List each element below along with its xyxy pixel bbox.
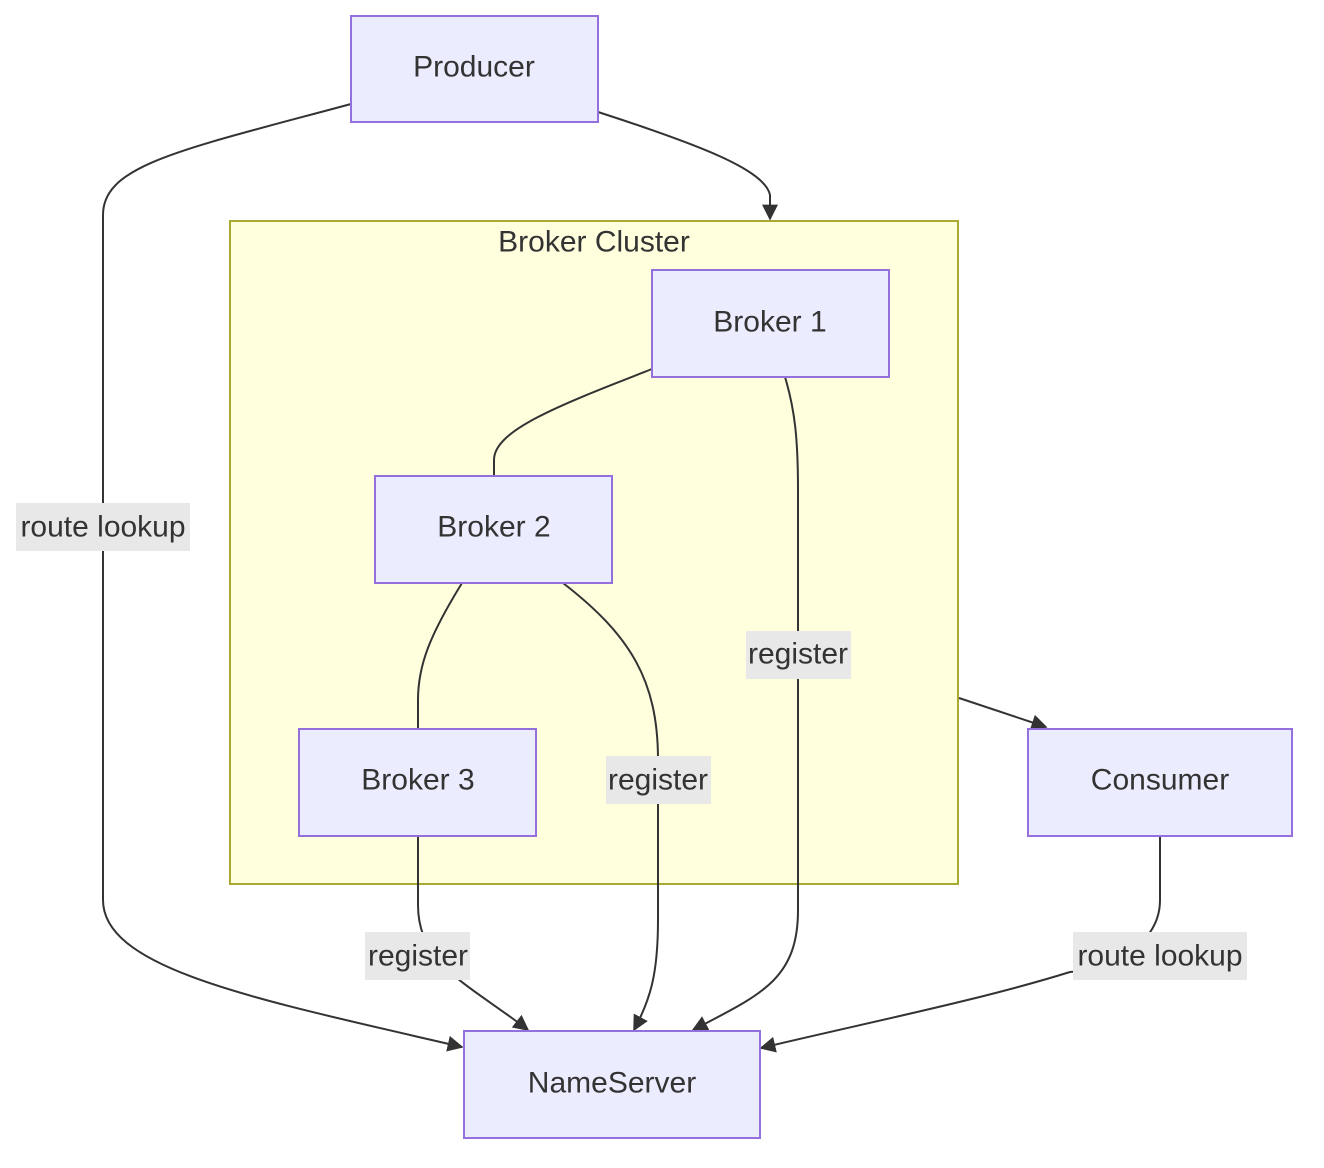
edge-broker2-broker3 bbox=[417, 582, 463, 729]
consumer-node[interactable]: Consumer bbox=[1027, 728, 1293, 837]
edge-broker1-to-nameserver bbox=[691, 376, 799, 1031]
edge-cluster-to-consumer bbox=[958, 697, 1048, 731]
producer-node[interactable]: Producer bbox=[350, 15, 599, 123]
edge-producer-to-nameserver bbox=[102, 103, 464, 1052]
broker3-node[interactable]: Broker 3 bbox=[298, 728, 537, 837]
edge-broker1-broker2 bbox=[493, 368, 653, 476]
broker-cluster-label: Broker Cluster bbox=[498, 226, 690, 259]
edge-broker2-to-nameserver bbox=[562, 582, 659, 1032]
edge-label-consumer-lookup: route lookup bbox=[1073, 932, 1247, 980]
broker1-node[interactable]: Broker 1 bbox=[651, 269, 890, 378]
consumer-lookup-text: route lookup bbox=[1077, 940, 1242, 973]
producer-lookup-text: route lookup bbox=[20, 511, 185, 544]
broker1-register-text: register bbox=[748, 638, 848, 671]
edge-label-producer-lookup: route lookup bbox=[16, 503, 190, 551]
broker3-label: Broker 3 bbox=[361, 764, 474, 797]
broker2-label: Broker 2 bbox=[437, 511, 550, 544]
broker2-register-text: register bbox=[608, 764, 708, 797]
edge-label-broker2-register: register bbox=[606, 756, 711, 804]
broker2-node[interactable]: Broker 2 bbox=[374, 475, 613, 584]
consumer-label: Consumer bbox=[1091, 764, 1229, 797]
nameserver-node[interactable]: NameServer bbox=[463, 1030, 761, 1139]
broker1-label: Broker 1 bbox=[713, 306, 826, 339]
nameserver-label: NameServer bbox=[528, 1067, 696, 1100]
producer-label: Producer bbox=[413, 51, 535, 84]
broker3-register-text: register bbox=[368, 940, 468, 973]
edge-producer-to-cluster bbox=[597, 111, 778, 221]
edge-label-broker3-register: register bbox=[365, 932, 470, 980]
edge-label-broker1-register: register bbox=[746, 631, 851, 679]
